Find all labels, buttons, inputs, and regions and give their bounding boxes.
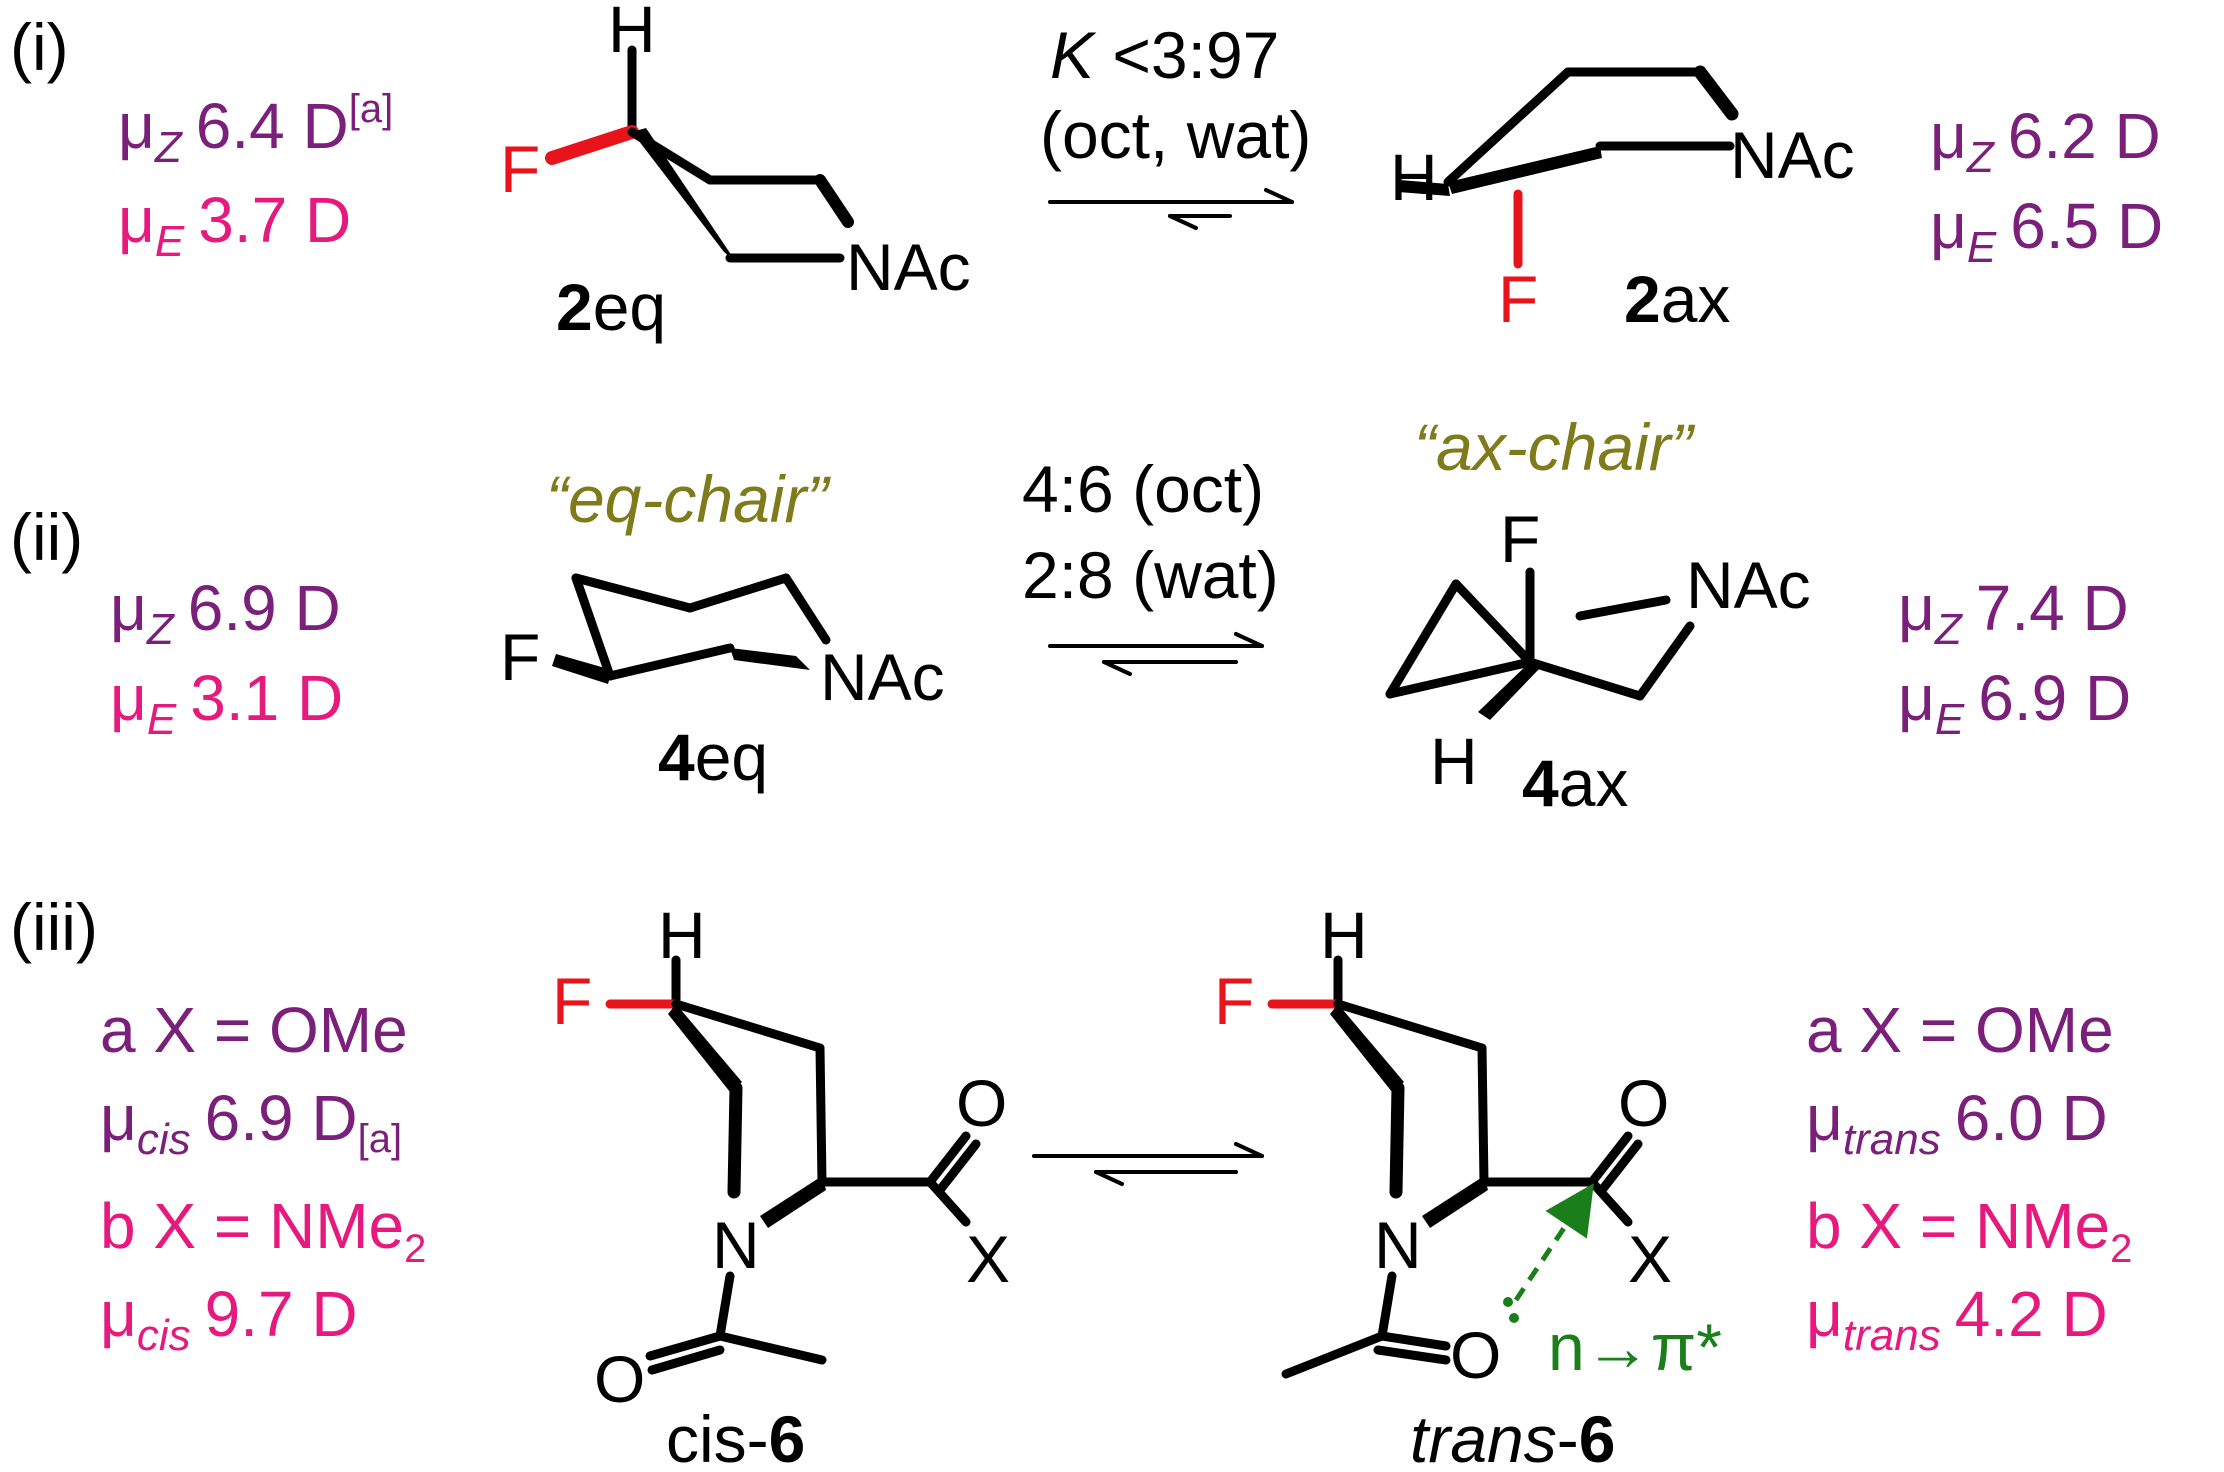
molecule-2ax: H F NAc 2ax <box>1390 65 1855 336</box>
atom-f: F <box>1500 502 1540 576</box>
panel-ii-label: (ii) <box>10 500 83 574</box>
n-pi-star-arrow <box>1513 1183 1594 1302</box>
molecule-trans-6: H F N O X O n→π* trans-6 <box>1214 898 1722 1472</box>
atom-h: H <box>1320 898 1368 972</box>
compound-2ax-label: 2ax <box>1624 262 1730 336</box>
atom-f: F <box>1498 262 1538 336</box>
atom-h: H <box>608 0 656 66</box>
atom-nac: NAc <box>846 230 971 304</box>
compound-2eq-label: 2eq <box>556 270 666 344</box>
equilibrium-i: K <3:97 (oct, wat) <box>1040 18 1311 230</box>
panel-iii-label: (iii) <box>10 890 98 964</box>
atom-n: N <box>1374 1208 1422 1282</box>
atom-x: X <box>1628 1222 1672 1296</box>
atom-o-ester: O <box>1618 1066 1669 1140</box>
atom-nac: NAc <box>1730 118 1855 192</box>
equilibrium-ii-oct: 4:6 (oct) <box>1022 452 1264 526</box>
equilibrium-ii: 4:6 (oct) 2:8 (wat) <box>1022 452 1279 676</box>
ax-chair-label: “ax-chair” <box>1414 410 1696 484</box>
equilibrium-iii <box>1032 1142 1264 1186</box>
eq-chair-label: “eq-chair” <box>546 462 831 536</box>
compound-4eq-label: 4eq <box>658 720 768 794</box>
atom-f: F <box>500 132 540 206</box>
substituent-a-left: a X = OMe <box>100 994 408 1066</box>
equilibrium-i-ratio: K <3:97 <box>1050 18 1279 92</box>
molecule-4ax: F H NAc 4ax <box>1385 502 1811 820</box>
atom-x: X <box>966 1222 1010 1296</box>
atom-nac: NAc <box>820 640 945 714</box>
lone-pair-dot <box>1503 1297 1513 1307</box>
panel-i-label: (i) <box>10 10 69 84</box>
atom-o-ester: O <box>956 1066 1007 1140</box>
substituent-a-right: a X = OMe <box>1806 994 2114 1066</box>
lone-pair-dot <box>1509 1313 1519 1323</box>
substituent-b-right: b X = NMe2 <box>1806 1190 2132 1271</box>
atom-f: F <box>552 964 592 1038</box>
substituent-b-left: b X = NMe2 <box>100 1190 426 1271</box>
atom-o-acetyl: O <box>594 1342 645 1416</box>
compound-trans-6-label: trans-6 <box>1410 1402 1615 1472</box>
equilibrium-ii-wat: 2:8 (wat) <box>1022 538 1279 612</box>
atom-h: H <box>658 898 706 972</box>
atom-h: H <box>1390 140 1438 214</box>
compound-cis-6-label: cis-6 <box>666 1402 805 1472</box>
atom-f: F <box>500 620 540 694</box>
atom-n: N <box>712 1208 760 1282</box>
equilibrium-i-solvents: (oct, wat) <box>1040 98 1311 172</box>
atom-f: F <box>1214 964 1254 1038</box>
molecule-2eq: H F NAc 2eq <box>500 0 971 344</box>
atom-h: H <box>1430 724 1478 798</box>
atom-nac: NAc <box>1686 548 1811 622</box>
atom-o-acetyl: O <box>1450 1318 1501 1392</box>
n-pi-star-label: n→π* <box>1548 1310 1722 1384</box>
molecule-cis-6: H F N O X O cis-6 <box>552 898 1010 1472</box>
molecule-4eq: F NAc 4eq <box>500 573 945 794</box>
compound-4ax-label: 4ax <box>1522 746 1628 820</box>
